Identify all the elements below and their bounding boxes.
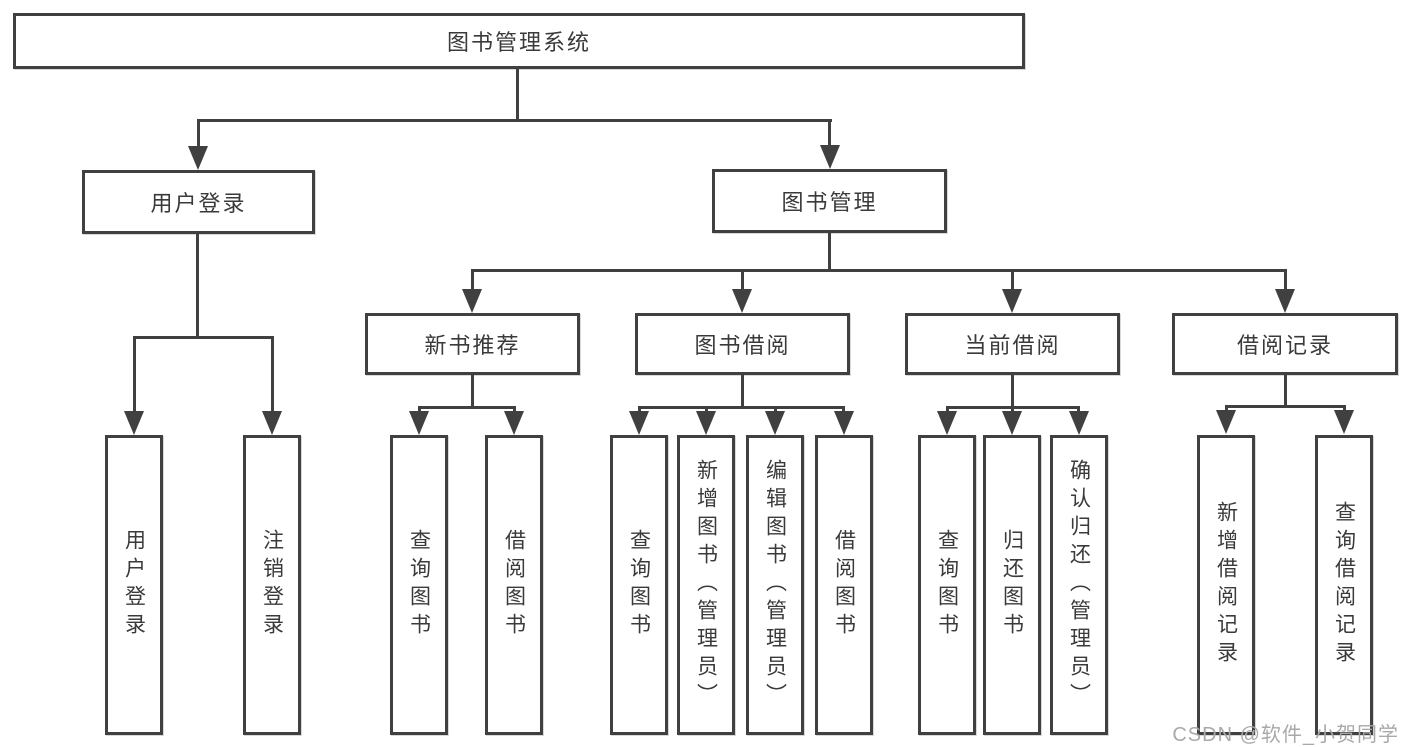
connector-new-book-bar <box>418 406 516 409</box>
connector-drop <box>842 406 845 414</box>
arrow-down <box>409 411 429 435</box>
node-book-management: 图书管理 <box>712 169 947 233</box>
connector-book-borrow-bar <box>638 406 845 409</box>
arrow-down <box>1002 411 1022 435</box>
connector-new-book-stem <box>471 374 474 409</box>
connector-drop <box>471 269 474 291</box>
connector-level2-bar <box>197 119 832 122</box>
arrow-down <box>262 411 282 435</box>
connector-book-mgmt-drop <box>828 119 831 147</box>
leaf-user-login: 用户登录 <box>105 435 163 735</box>
connector-user-login-drop <box>197 119 200 148</box>
node-library-management-system: 图书管理系统 <box>13 13 1025 69</box>
connector-root-stem <box>516 68 519 121</box>
leaf-label: 新增借阅记录 <box>1214 501 1238 669</box>
leaf-edit-books-admin: 编辑图书（管理员） <box>746 435 804 735</box>
leaf-label: 借阅图书 <box>832 529 856 641</box>
leaf-label: 注销登录 <box>260 529 284 641</box>
arrow-down <box>834 411 854 435</box>
connector-records-stem <box>1284 374 1287 408</box>
connector-book-borrow-stem <box>741 374 744 409</box>
leaf-query-borrow-record: 查询借阅记录 <box>1315 435 1373 735</box>
leaf-label: 新增图书（管理员） <box>694 459 718 711</box>
leaf-borrow-books-newbook: 借阅图书 <box>485 435 543 735</box>
node-label: 新书推荐 <box>424 333 521 358</box>
leaf-label: 查询借阅记录 <box>1332 501 1356 669</box>
arrow-down <box>188 146 208 170</box>
leaf-query-books-newbook: 查询图书 <box>390 435 448 735</box>
leaf-return-books: 归还图书 <box>983 435 1041 735</box>
watermark: CSDN @软件_小贺同学 <box>1172 724 1399 746</box>
node-label: 图书管理系统 <box>446 30 591 55</box>
leaf-add-books-admin: 新增图书（管理员） <box>677 435 735 735</box>
arrow-down <box>696 411 716 435</box>
connector-book-mgmt-stem <box>828 232 831 272</box>
connector-drop <box>705 406 708 414</box>
connector-user-login-bar <box>133 336 274 339</box>
arrow-down <box>504 411 524 435</box>
leaf-label: 确认归还（管理员） <box>1067 459 1091 711</box>
arrow-down <box>124 411 144 435</box>
connector-drop <box>1284 269 1287 291</box>
node-book-borrow: 图书借阅 <box>635 313 850 375</box>
connector-drop <box>513 406 516 414</box>
connector-user-login-stem <box>196 233 199 339</box>
connector-drop <box>1343 405 1346 413</box>
arrow-down <box>732 289 752 313</box>
node-label: 图书借阅 <box>694 333 791 358</box>
connector-drop <box>1077 406 1080 414</box>
leaf-query-books-borrow: 查询图书 <box>610 435 668 735</box>
connector-drop <box>271 336 274 413</box>
node-label: 借阅记录 <box>1236 333 1333 358</box>
node-borrow-records: 借阅记录 <box>1172 313 1398 375</box>
leaf-logout: 注销登录 <box>243 435 301 735</box>
leaf-label: 查询图书 <box>627 529 651 641</box>
arrow-down <box>765 411 785 435</box>
arrow-down <box>629 411 649 435</box>
leaf-borrow-books: 借阅图书 <box>815 435 873 735</box>
node-new-book-recommend: 新书推荐 <box>365 313 580 375</box>
connector-records-bar <box>1225 405 1345 408</box>
arrow-down <box>462 289 482 313</box>
node-label: 图书管理 <box>781 190 878 215</box>
arrow-down <box>1216 410 1236 434</box>
leaf-label: 编辑图书（管理员） <box>763 459 787 711</box>
arrow-down <box>937 411 957 435</box>
arrow-down <box>1334 410 1354 434</box>
leaf-add-borrow-record: 新增借阅记录 <box>1197 435 1255 735</box>
connector-drop <box>133 336 136 413</box>
connector-drop <box>774 406 777 414</box>
leaf-query-books-current: 查询图书 <box>918 435 976 735</box>
connector-drop <box>638 406 641 414</box>
arrow-down <box>1275 289 1295 313</box>
node-current-borrow: 当前借阅 <box>905 313 1120 375</box>
connector-drop <box>1011 269 1014 291</box>
connector-level3-bar <box>471 269 1287 272</box>
node-label: 当前借阅 <box>964 333 1061 358</box>
connector-drop <box>946 406 949 414</box>
connector-drop <box>1011 406 1014 414</box>
leaf-label: 查询图书 <box>407 529 431 641</box>
leaf-label: 归还图书 <box>1000 529 1024 641</box>
node-label: 用户登录 <box>150 191 247 216</box>
leaf-label: 查询图书 <box>935 529 959 641</box>
arrow-down <box>820 145 840 169</box>
leaf-label: 用户登录 <box>122 529 146 641</box>
node-user-login: 用户登录 <box>82 170 315 234</box>
arrow-down <box>1069 411 1089 435</box>
leaf-label: 借阅图书 <box>502 529 526 641</box>
leaf-confirm-return-admin: 确认归还（管理员） <box>1050 435 1108 735</box>
connector-drop <box>1225 405 1228 413</box>
arrow-down <box>1002 289 1022 313</box>
connector-current-borrow-stem <box>1011 374 1014 409</box>
connector-drop <box>741 269 744 291</box>
connector-drop <box>418 406 421 414</box>
